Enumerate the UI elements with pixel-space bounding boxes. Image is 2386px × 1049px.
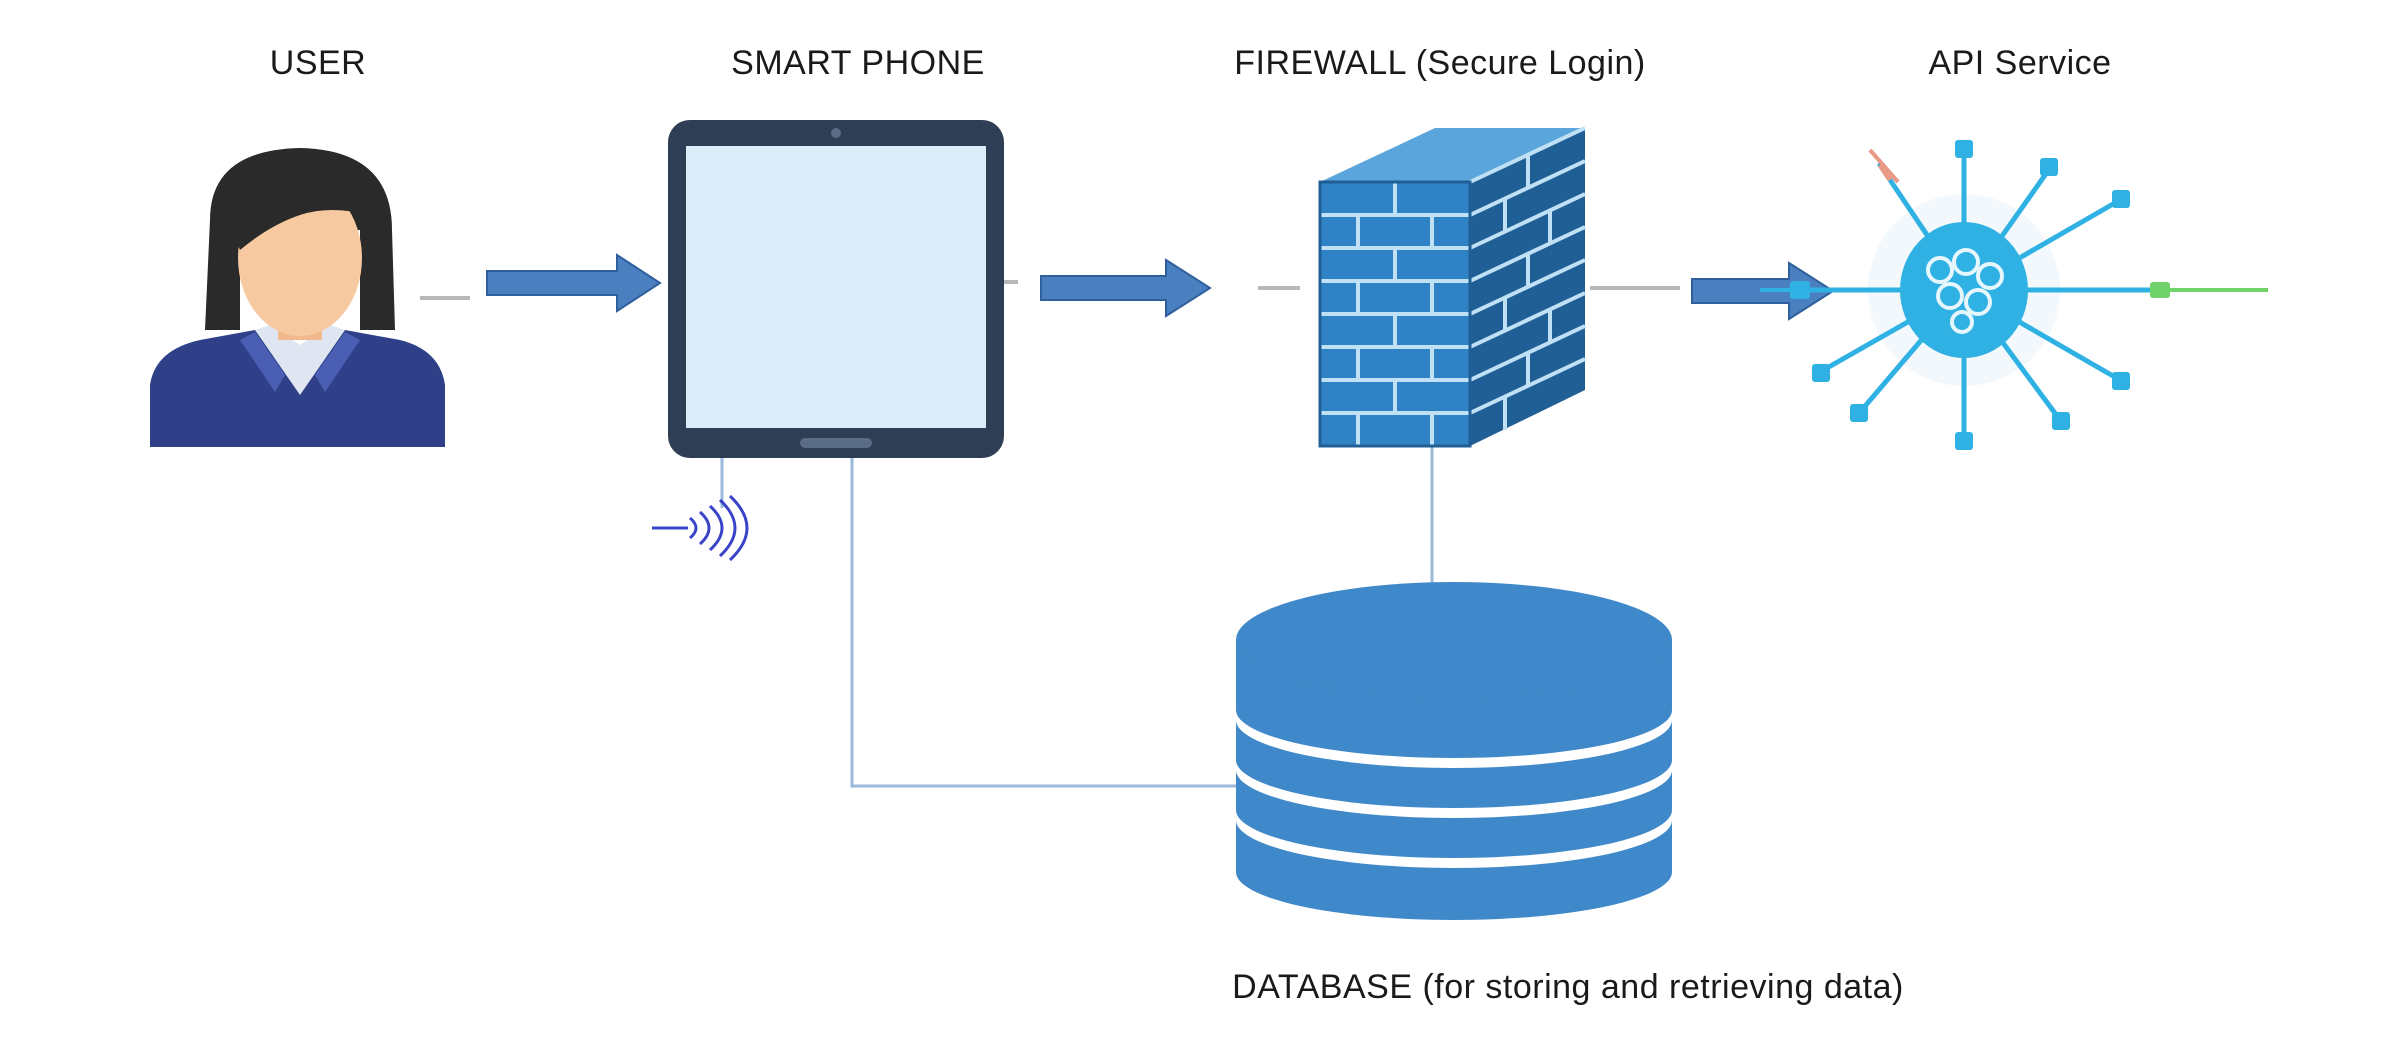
user-avatar-icon: [150, 148, 445, 447]
connector-lines: [420, 280, 1680, 788]
arrow-phone-to-firewall: [1040, 258, 1212, 318]
api-service-label: API Service: [1928, 44, 2112, 82]
smartphone-label: SMART PHONE: [731, 44, 985, 82]
tablet-icon: [668, 120, 1004, 458]
arrow-user-to-phone: [486, 253, 662, 313]
phone-to-database-line: [850, 458, 1244, 788]
firewall-label: FIREWALL (Secure Login): [1234, 44, 1646, 82]
wireless-signal-icon: [652, 494, 749, 562]
user-label: USER: [269, 44, 367, 82]
api-hub-icon: [1760, 140, 2268, 450]
brick-wall-icon: [1318, 126, 1586, 448]
database-label: DATABASE (for storing and retrieving dat…: [1232, 968, 1904, 1006]
database-cylinder-icon: [1236, 582, 1672, 920]
